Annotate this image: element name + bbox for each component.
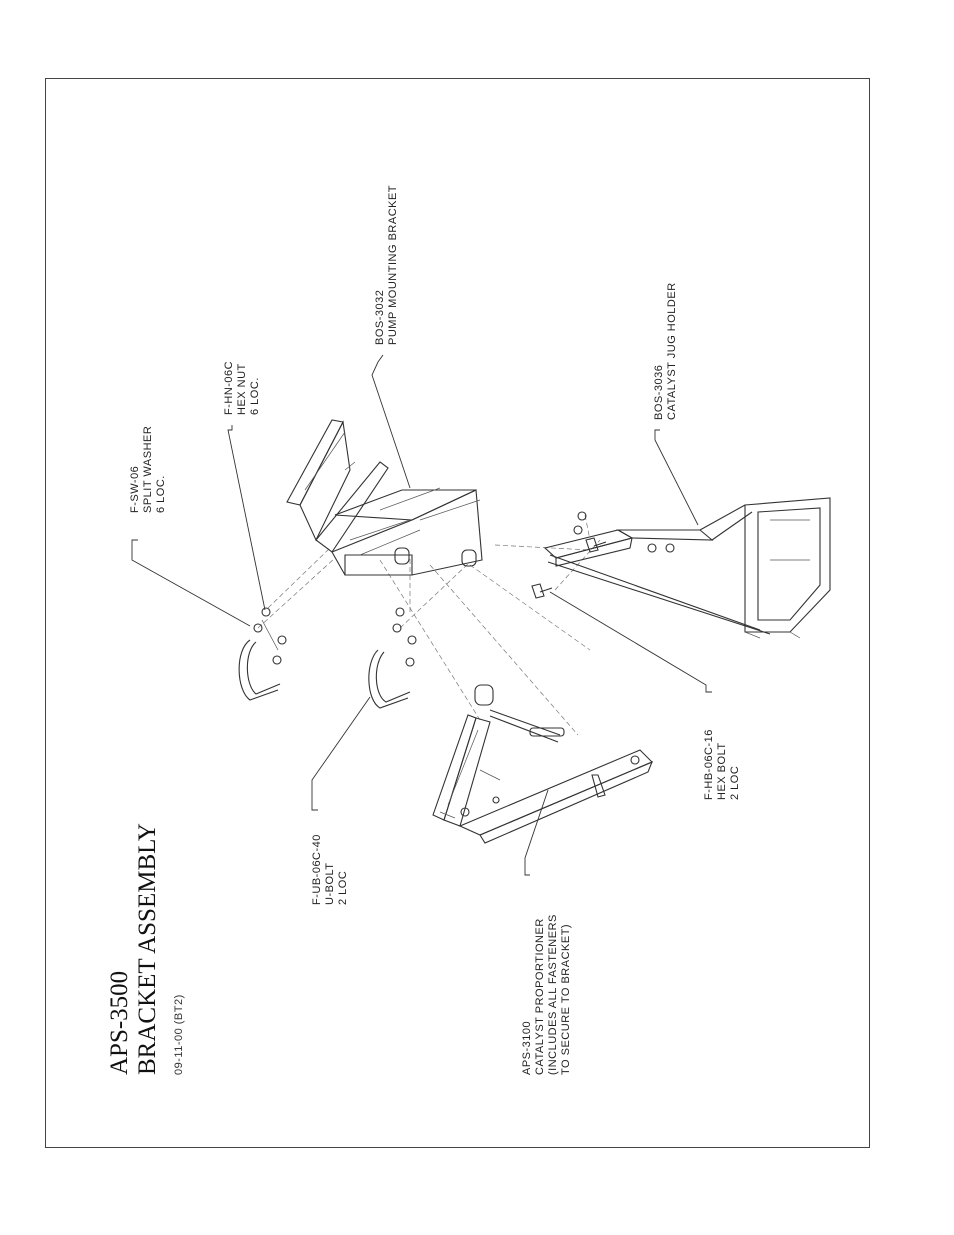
leader-pump-bracket [372, 355, 410, 488]
hex-bolt-qty: 2 LOC [729, 766, 741, 800]
callout-jug-holder: BOS-3036 CATALYST JUG HOLDER [653, 282, 678, 420]
leader-lines [132, 355, 712, 875]
pump-mounting-bracket [287, 420, 482, 575]
title-name: BRACKET ASSEMBLY [134, 823, 161, 1075]
leader-jug-holder [655, 430, 698, 525]
hex-bolt-part-no: F-HB-06C-16 [703, 729, 715, 800]
hex-nut-part-no: F-HN-06C [223, 361, 235, 415]
u-bolt-qty: 2 LOC [337, 871, 349, 905]
callout-hex-bolt: F-HB-06C-16 HEX BOLT 2 LOC [703, 729, 741, 800]
proportioner-note-2: TO SECURE TO BRACKET) [560, 924, 572, 1075]
u-bolt-part-no: F-UB-06C-40 [311, 834, 323, 905]
proportioner-desc: CATALYST PROPORTIONER [534, 918, 546, 1075]
title-block: APS-3500 BRACKET ASSEMBLY 09-11-00 (BT2) [106, 823, 185, 1075]
jug-holder-part-no: BOS-3036 [653, 365, 665, 420]
hex-nut-qty: 6 LOC. [249, 377, 261, 415]
callout-pump-bracket: BOS-3032 PUMP MOUNTING BRACKET [374, 185, 399, 345]
u-bolt-upper [239, 608, 286, 700]
split-washer-desc: SPLIT WASHER [142, 426, 154, 513]
hex-nut-desc: HEX NUT [236, 363, 248, 415]
u-bolt-lower [369, 608, 416, 708]
pump-bracket-desc: PUMP MOUNTING BRACKET [387, 185, 399, 345]
catalyst-proportioner [433, 685, 652, 843]
hex-bolt-desc: HEX BOLT [716, 742, 728, 800]
pump-bracket-part-no: BOS-3032 [374, 290, 386, 345]
jug-holder-desc: CATALYST JUG HOLDER [666, 282, 678, 420]
leader-u-bolt [312, 697, 370, 810]
callout-u-bolt: F-UB-06C-40 U-BOLT 2 LOC [311, 834, 349, 905]
proportioner-note-1: (INCLUDES ALL FASTENERS [547, 914, 559, 1075]
leader-split-washer [132, 540, 250, 626]
callout-split-washer: F-SW-06 SPLIT WASHER 6 LOC. [129, 426, 167, 513]
callout-proportioner: APS-3100 CATALYST PROPORTIONER (INCLUDES… [521, 914, 572, 1075]
u-bolt-desc: U-BOLT [324, 862, 336, 905]
title-model: APS-3500 [106, 971, 133, 1075]
leader-hex-nut [228, 425, 265, 610]
title-date-code: 09-11-00 (BT2) [173, 994, 185, 1075]
assembly-lines [258, 515, 600, 735]
catalyst-jug-holder [545, 498, 830, 638]
leader-proportioner [525, 790, 548, 875]
callout-hex-nut: F-HN-06C HEX NUT 6 LOC. [223, 361, 261, 415]
proportioner-part-no: APS-3100 [521, 1021, 533, 1075]
split-washer-qty: 6 LOC. [155, 475, 167, 513]
split-washer-part-no: F-SW-06 [129, 466, 141, 513]
